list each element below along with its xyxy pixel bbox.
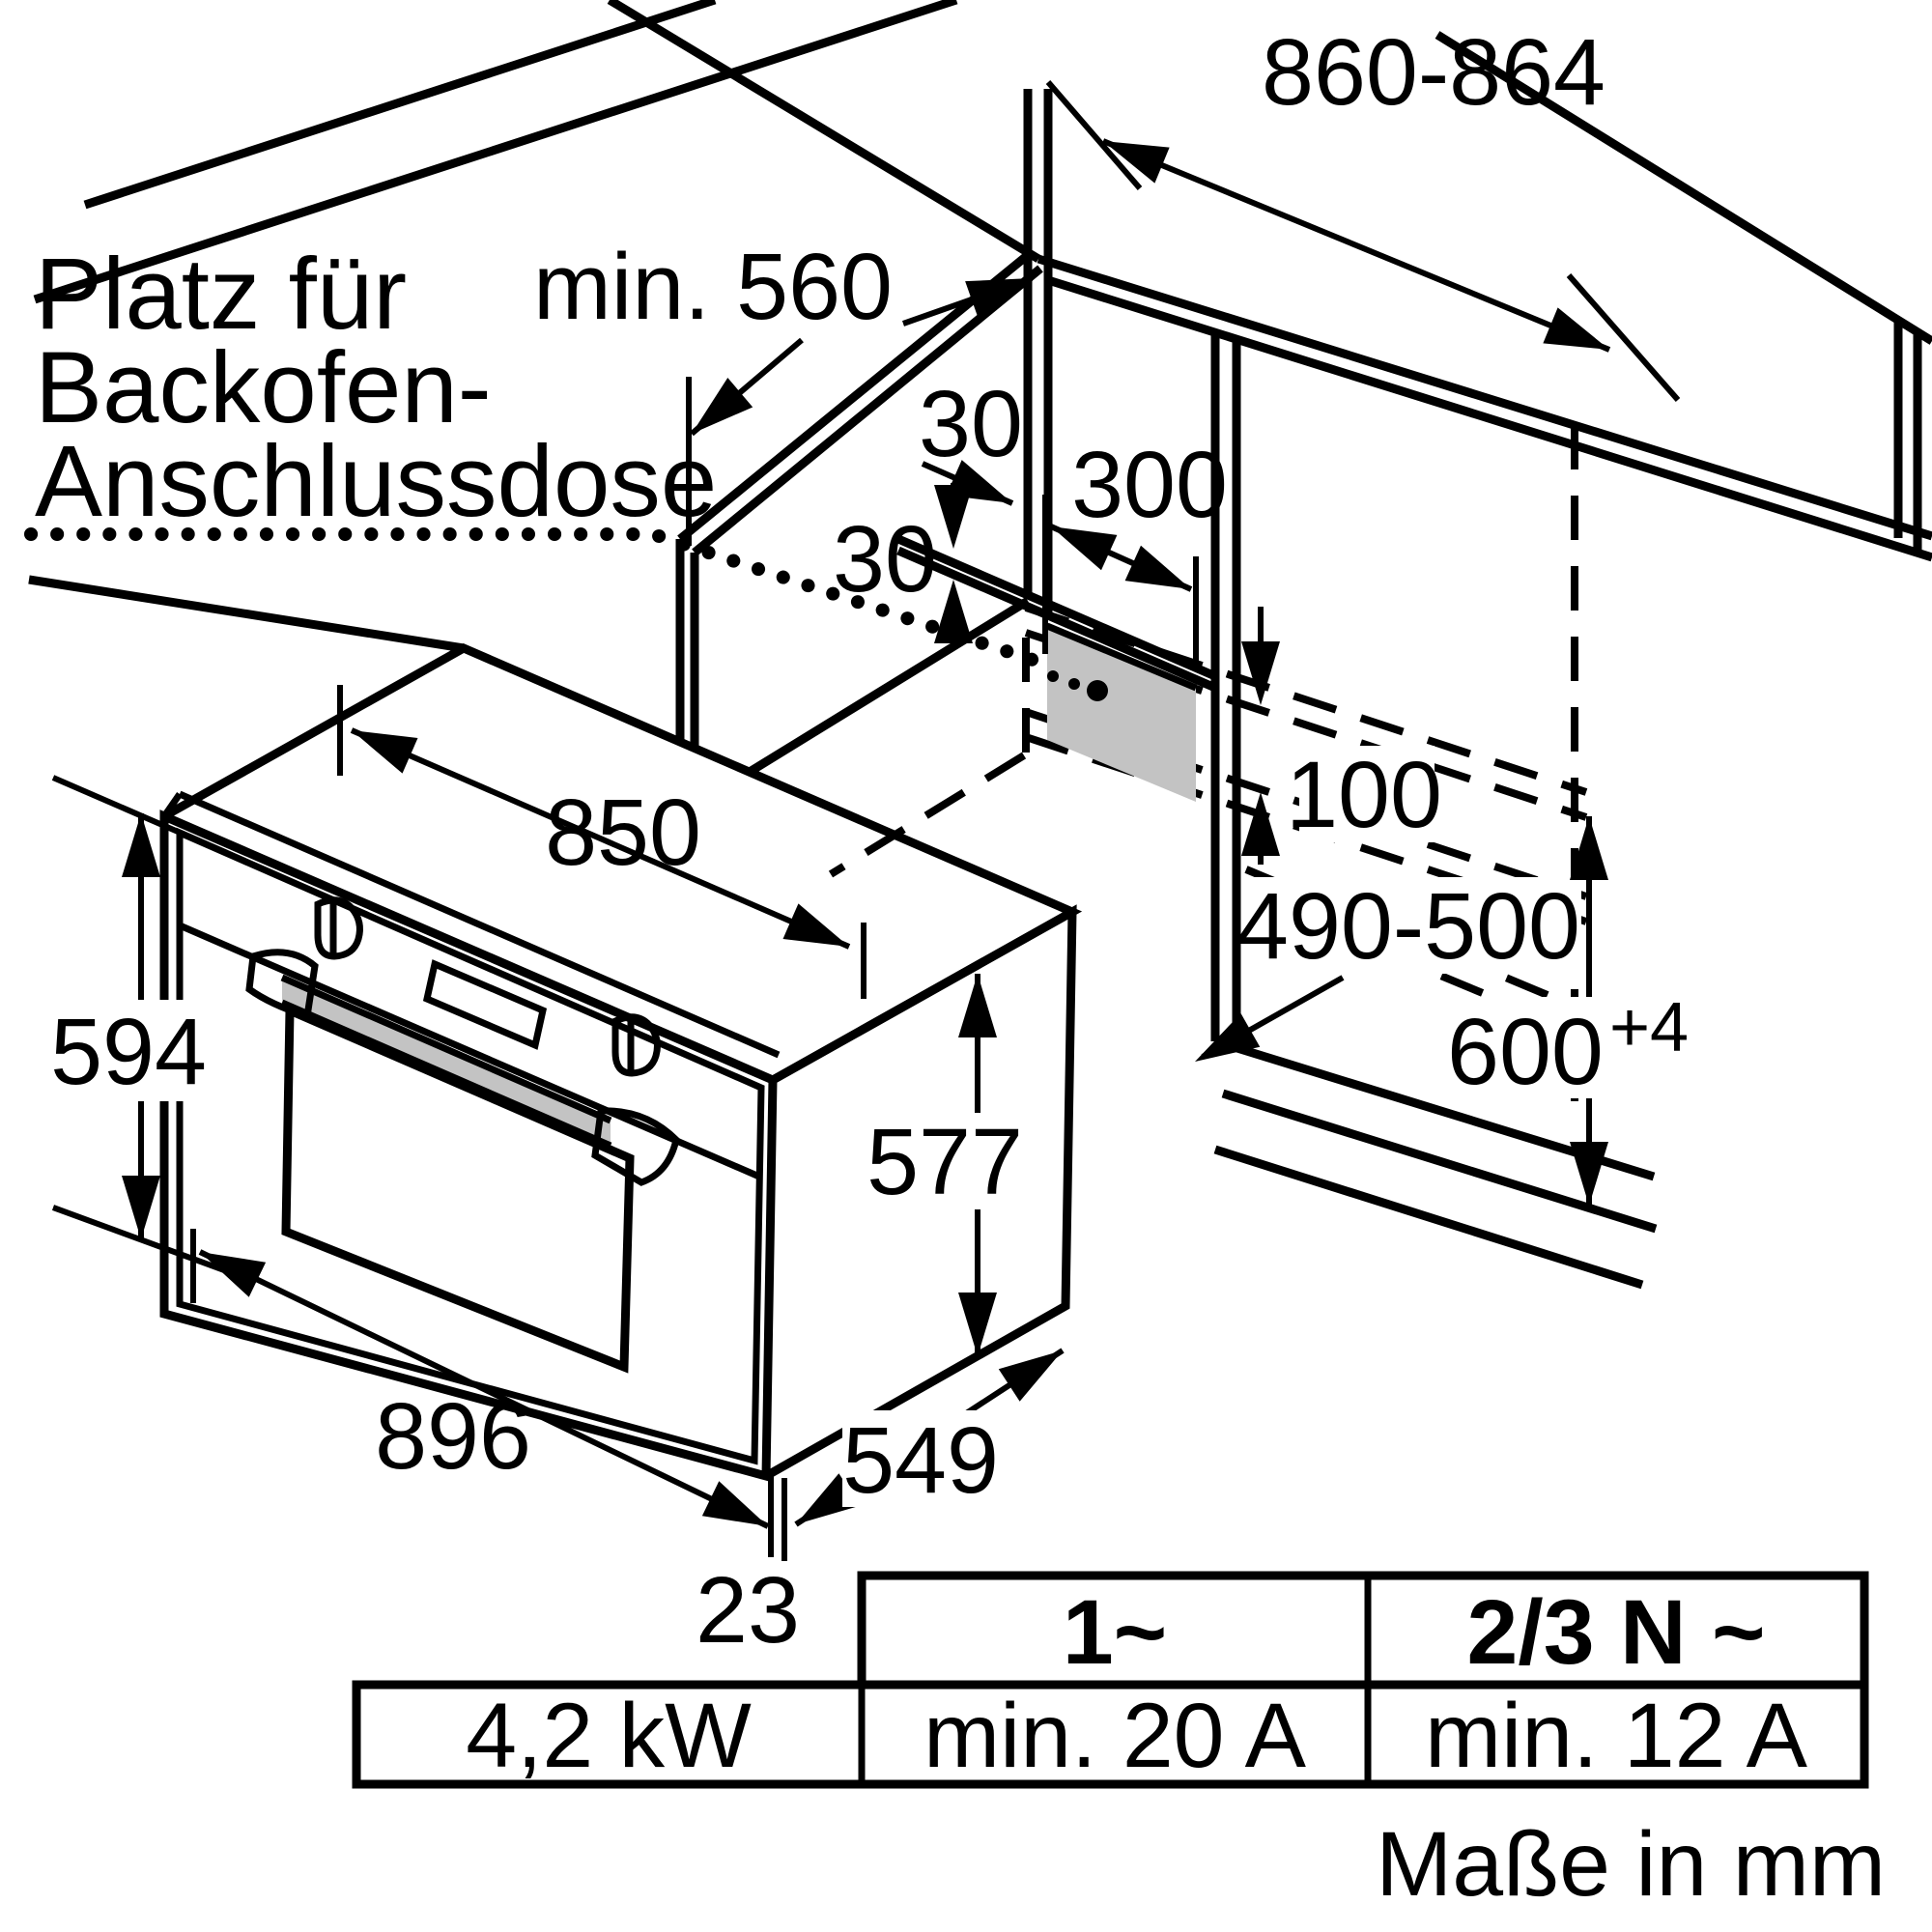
connection-box-note: Platz für Backofen- Anschlussdose (35, 238, 717, 538)
dim-label-niche-height-tolerance: +4 (1609, 989, 1689, 1066)
dim-box-width: 300 (1042, 432, 1228, 668)
note-line-1: Platz für (35, 238, 407, 351)
connection-box (1045, 622, 1198, 802)
dim-oven-body-height: 577 (867, 974, 1024, 1356)
dim-label-oven-height: 594 (50, 999, 207, 1104)
dim-niche-width: 860-864 (1045, 19, 1681, 402)
right-cabinet (1037, 254, 1932, 1290)
oven-side-face (763, 904, 1077, 1480)
units-note: Maße in mm (1376, 1813, 1886, 1916)
oven (159, 642, 1083, 1482)
note-line-3: Anschlussdose (35, 425, 717, 538)
dim-oven-width: 896 (190, 1229, 777, 1545)
upper-cabinet-left-wall (28, 0, 1932, 748)
dim-label-zone-height: 100 (1286, 742, 1442, 847)
dim-label-oven-top-width: 850 (545, 780, 701, 885)
dim-niche-depth: min. 560 (533, 234, 1038, 546)
dim-label-body-depth: 549 (842, 1407, 999, 1513)
note-line-2: Backofen- (35, 331, 492, 444)
dim-box-zone-height: 100 (1241, 607, 1442, 865)
dim-label-floor-depth: 490-500 (1236, 873, 1580, 979)
electrical-table: 1~ 2/3 N ~ 4,2 kW min. 20 A min. 12 A (352, 1571, 1869, 1789)
dim-label-box-width: 300 (1071, 432, 1228, 537)
leader-dotted-line (24, 527, 1054, 671)
dim-label-min-560: min. 560 (533, 234, 893, 339)
oven-knob-left (314, 896, 363, 960)
dim-door-thickness: 23 (696, 1474, 800, 1662)
oven-door (159, 810, 778, 1482)
dim-label-oven-width: 896 (375, 1383, 531, 1489)
dim-niche-height: 600 +4 (1441, 816, 1707, 1206)
oven-door-window (281, 1004, 635, 1374)
dim-label-niche-height: 600 (1447, 999, 1604, 1104)
oven-knob-right (611, 1013, 661, 1077)
dim-label-offset-top: 30 (919, 371, 1023, 476)
connection-box-area (1047, 626, 1196, 802)
connection-box-dot-large (1087, 680, 1108, 701)
table-header-multi-phase: 2/3 N ~ (1467, 1581, 1766, 1684)
table-cell-fuse-multi: min. 12 A (1425, 1685, 1808, 1787)
dim-oven-body-depth: 549 (785, 1334, 1073, 1541)
dim-box-offset-top: 30 (919, 371, 1023, 522)
connection-box-dot-small-1 (1047, 670, 1059, 682)
table-cell-fuse-single: min. 20 A (923, 1685, 1307, 1787)
dim-box-offset-gap: 30 (833, 483, 973, 645)
dim-oven-top-width: 850 (337, 685, 867, 999)
dim-label-door-thickness: 23 (696, 1557, 800, 1662)
oven-display-window (422, 959, 548, 1050)
dim-label-body-height: 577 (867, 1109, 1023, 1214)
dim-label-niche-width: 860-864 (1262, 19, 1605, 125)
connection-box-dot-small-2 (1068, 678, 1080, 690)
dim-oven-height: 594 (50, 775, 229, 1274)
dim-niche-floor-depth: 490-500 (1185, 873, 1581, 1079)
table-cell-power: 4,2 kW (466, 1685, 752, 1787)
table-header-single-phase: 1~ (1063, 1581, 1167, 1684)
dim-label-offset-gap: 30 (833, 506, 937, 611)
